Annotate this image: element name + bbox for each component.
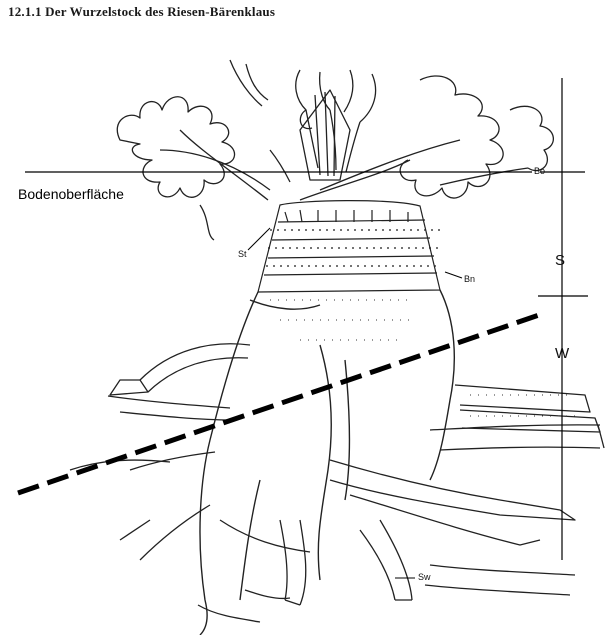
label-bn: Bn bbox=[464, 274, 475, 284]
soil-surface-label: Bodenoberfläche bbox=[18, 186, 124, 202]
label-s: S bbox=[555, 252, 565, 269]
collar-dots bbox=[266, 230, 440, 266]
root-crown bbox=[258, 201, 440, 292]
scale-bar bbox=[538, 78, 588, 560]
taproot bbox=[200, 290, 454, 635]
label-st: St bbox=[238, 249, 247, 259]
label-sw: Sw bbox=[418, 572, 431, 582]
leader-lines bbox=[248, 228, 462, 578]
label-bo: Bo bbox=[534, 166, 545, 176]
side-roots bbox=[70, 344, 604, 622]
label-w: W bbox=[555, 345, 569, 362]
leaf-cluster bbox=[117, 60, 553, 240]
dashed-cut-line bbox=[18, 313, 545, 493]
